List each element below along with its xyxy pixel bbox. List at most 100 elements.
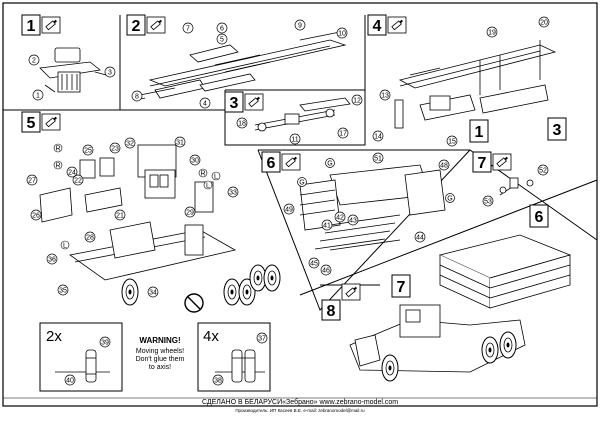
glue-tube-icon (41, 16, 61, 34)
part-number: 29 (186, 210, 194, 217)
part-number: 45 (310, 261, 318, 268)
step-6-header: 6 (261, 151, 301, 173)
part-number: 49 (285, 207, 293, 214)
step-2-callouts: 4 5 6 7 8 9 10 (131, 19, 348, 109)
part-number: 19 (488, 30, 496, 37)
page-frame (2, 2, 598, 407)
part-number: 39 (101, 340, 109, 347)
part-number: 22 (74, 178, 82, 185)
part-number: 44 (416, 235, 424, 242)
part-number: 35 (59, 288, 67, 295)
part-number: 32 (126, 141, 134, 148)
part-number: 34 (149, 290, 157, 297)
part-number: 11 (291, 137, 298, 144)
part-number: 42 (336, 215, 344, 222)
part-number: 12 (353, 98, 361, 105)
step-number: 6 (267, 155, 276, 172)
part-number: 5 (220, 37, 224, 44)
glue-tube-icon (244, 93, 264, 111)
wheel-detail-right: 4x 37 38 (197, 322, 271, 392)
part-number: 10 (338, 31, 346, 38)
step-number: 1 (27, 18, 36, 35)
warning-line: to axis! (149, 364, 171, 371)
glue-tube-icon (41, 113, 61, 131)
part-number: 8 (135, 94, 139, 101)
glue-flag: G (447, 196, 452, 203)
part-number: 33 (229, 190, 237, 197)
side-flag: R (200, 171, 205, 178)
part-number: 3 (108, 70, 112, 77)
part-number: 17 (339, 131, 347, 138)
step-reference: 7 (397, 279, 406, 296)
quantity-multiplier: 4x (203, 328, 219, 345)
step-8-refs: 6 7 (391, 204, 549, 298)
step-4-callouts: 13 14 15 19 20 1 3 (372, 16, 567, 147)
wheel-icon (121, 278, 139, 306)
part-number: 51 (374, 156, 382, 163)
step-reference: 1 (475, 124, 484, 141)
part-number: 27 (28, 178, 36, 185)
side-flag: L (63, 243, 67, 250)
part-number: 36 (48, 257, 56, 264)
part-number: 38 (214, 378, 222, 385)
step-5-drawing (39, 144, 237, 281)
part-number: 24 (68, 170, 76, 177)
glue-tube-icon (146, 16, 166, 34)
glue-flag: G (299, 180, 304, 187)
step-number: 2 (132, 18, 141, 35)
part-number: 9 (298, 23, 302, 30)
step-number: 8 (327, 303, 336, 320)
wheel-icon (481, 336, 499, 364)
footer-sub: Производитель: ИП Касеев В.Е. e-mail: ze… (235, 408, 365, 413)
warning-box: WARNING! Moving wheels! Don't glue them … (136, 336, 185, 371)
footer-main: СДЕЛАНО В БЕЛАРУСИ«Зебрано» www.zebrano-… (202, 398, 398, 406)
step-number: 5 (27, 115, 36, 132)
step-6-drawing (299, 164, 446, 251)
part-number: 15 (448, 139, 456, 146)
step-number: 3 (230, 95, 239, 112)
part-number: 13 (381, 93, 389, 100)
glue-tube-icon (341, 283, 361, 301)
part-number: 52 (539, 168, 547, 175)
side-flag: R (55, 146, 60, 153)
step-8-drawing (349, 234, 572, 373)
panel-dividers (3, 15, 598, 311)
part-number: 30 (191, 158, 199, 165)
part-number: 18 (238, 121, 246, 128)
step-number: 4 (373, 18, 382, 35)
no-symbol-icon (184, 293, 204, 313)
step-1-drawing (39, 47, 111, 93)
step-6-callouts: 41 42 43 44 45 46 48 49 51 G G G (283, 152, 455, 276)
part-number: 41 (323, 223, 331, 230)
side-flag: L (214, 174, 218, 181)
part-number: 2 (32, 58, 36, 65)
step-reference: 6 (535, 209, 544, 226)
part-number: 14 (374, 134, 382, 141)
wheel-icon (381, 354, 399, 382)
step-5-callouts: 21 22 23 24 25 26 27 28 29 30 31 32 33 3… (26, 136, 239, 298)
step-7-callouts: 52 53 (482, 164, 549, 207)
warning-line: Don't glue them (136, 356, 185, 363)
wheel-icon (499, 331, 517, 359)
step-2-drawing (139, 31, 347, 99)
wheel-detail-left: 2x 39 40 (39, 322, 123, 392)
step-reference: 3 (553, 122, 562, 139)
wheel-icon (263, 264, 281, 292)
part-number: 37 (258, 336, 266, 343)
part-number: 40 (66, 378, 74, 385)
part-number: 4 (203, 101, 207, 108)
warning-title: WARNING! (139, 336, 180, 345)
step-2-header: 2 (126, 14, 166, 36)
part-number: 21 (116, 213, 124, 220)
side-flag: L (206, 183, 210, 190)
part-number: 48 (440, 163, 448, 170)
part-number: 20 (540, 20, 548, 27)
step-4-header: 4 (367, 14, 407, 36)
step-1-header: 1 (21, 14, 61, 36)
step-1-callouts: 1 2 3 (28, 54, 116, 101)
part-number: 23 (111, 146, 119, 153)
part-number: 53 (484, 199, 492, 206)
glue-tube-icon (492, 153, 512, 171)
part-number: 25 (84, 148, 92, 155)
